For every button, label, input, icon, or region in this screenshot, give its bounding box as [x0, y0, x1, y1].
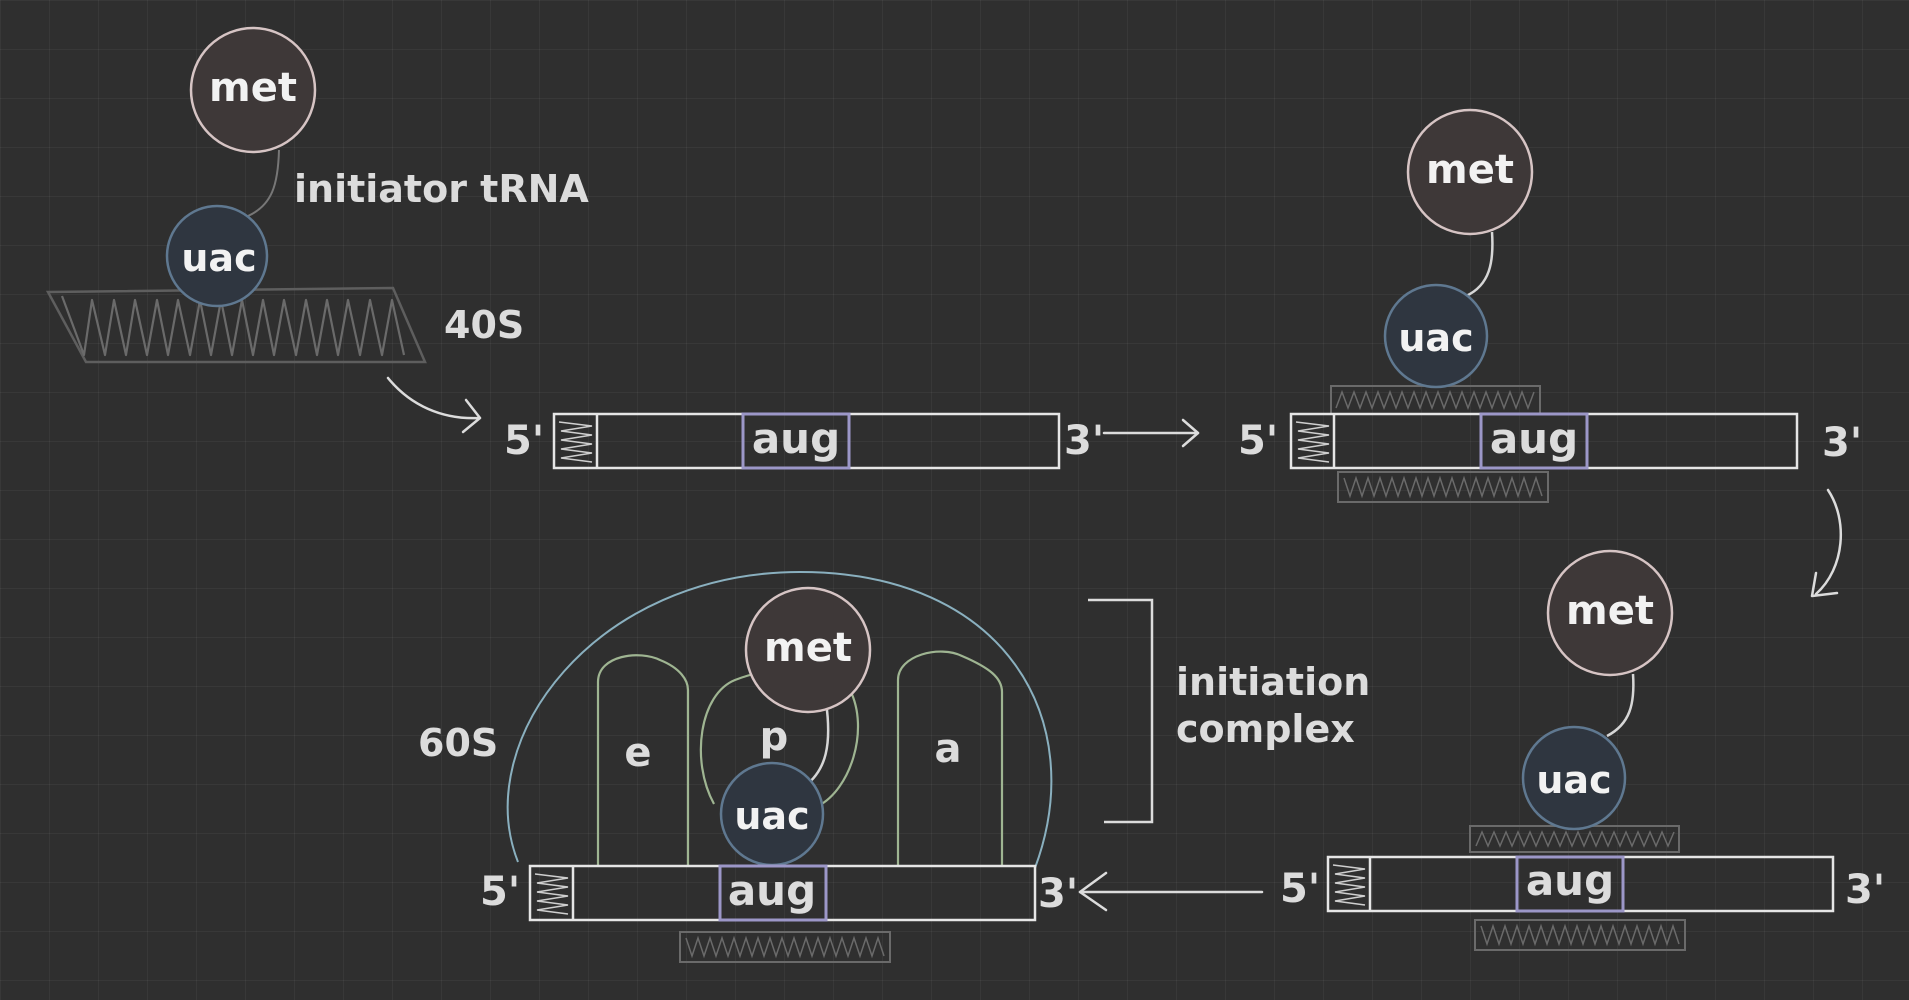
mrna-3prime-label: 3' — [1064, 418, 1104, 464]
met-amino-acid — [1406, 108, 1534, 236]
stage-4-initiation-complex: 60S e p a met uac 5' aug 3' initiation c… — [418, 570, 1370, 963]
initiation-complex-label-line1: initiation — [1176, 660, 1370, 704]
mrna-3prime-label: 3' — [1038, 871, 1078, 917]
aug-codon-box — [718, 864, 828, 922]
p-site-label: p — [760, 714, 789, 760]
mrna-strand-4 — [528, 864, 1037, 922]
uac-anticodon — [1521, 725, 1627, 831]
mrna-5prime-label: 5' — [1280, 866, 1320, 912]
mrna-5prime-label: 5' — [1238, 418, 1278, 464]
trna-connector — [247, 149, 280, 217]
initiator-trna-label: initiator tRNA — [294, 167, 589, 211]
met-amino-acid — [1546, 549, 1674, 677]
a-site-label: a — [935, 726, 962, 772]
arrowhead — [1078, 871, 1108, 912]
aug-codon-box — [1479, 412, 1589, 470]
aug-codon-box — [741, 412, 851, 470]
aug-codon-label: aug — [1490, 414, 1578, 463]
met-label: met — [1566, 588, 1654, 634]
trna-connector — [1606, 673, 1635, 738]
trna-connector — [1465, 231, 1494, 298]
met-amino-acid — [744, 586, 872, 714]
stage-3-start-recognition: met uac 5' aug 3' — [1078, 549, 1885, 951]
mrna-3prime-label: 3' — [1822, 420, 1862, 466]
uac-label: uac — [1536, 758, 1611, 802]
uac-anticodon — [1383, 283, 1489, 389]
curved-arrow — [386, 376, 482, 420]
complex-bracket — [1088, 598, 1154, 824]
met-label: met — [1426, 147, 1514, 193]
e-site — [596, 654, 690, 866]
met-amino-acid — [189, 26, 317, 154]
60s-subunit-outline — [506, 570, 1053, 869]
arrowhead — [1181, 418, 1200, 448]
initiation-complex-label-line2: complex — [1176, 707, 1355, 751]
arrowhead — [461, 398, 482, 434]
40s-lower-half — [1337, 471, 1549, 503]
uac-label: uac — [181, 236, 256, 280]
40s-lower-half — [679, 931, 891, 963]
mrna-5prime-label: 5' — [480, 869, 520, 915]
arrowhead — [1810, 571, 1839, 598]
stage-1-trna-and-40s: 40S met uac initiator tRNA 5' aug 3' — [45, 26, 1200, 470]
a-site — [896, 650, 1004, 866]
aug-codon-box — [1515, 855, 1625, 913]
e-site-label: e — [624, 730, 651, 776]
aug-codon-label: aug — [728, 866, 816, 915]
40s-lower-half — [1474, 919, 1686, 951]
mrna-strand-2 — [1289, 412, 1799, 470]
40s-label: 40S — [444, 303, 524, 347]
stage-2-scanning: met uac 5' aug 3' — [1238, 108, 1862, 598]
uac-label: uac — [1398, 316, 1473, 360]
mrna-strand-3 — [1326, 855, 1835, 913]
40s-subunit-shape — [45, 286, 427, 364]
met-label: met — [209, 65, 297, 111]
curved-arrow-down — [1814, 488, 1843, 596]
uac-anticodon — [165, 204, 269, 308]
mrna-3prime-label: 3' — [1845, 867, 1885, 913]
60s-label: 60S — [418, 721, 498, 765]
aug-codon-label: aug — [1526, 856, 1614, 905]
met-label: met — [764, 625, 852, 671]
trna-connector — [804, 701, 830, 787]
uac-label: uac — [734, 794, 809, 838]
mrna-5prime-label: 5' — [504, 418, 544, 464]
mrna-strand-1 — [552, 412, 1061, 470]
aug-codon-label: aug — [752, 414, 840, 463]
